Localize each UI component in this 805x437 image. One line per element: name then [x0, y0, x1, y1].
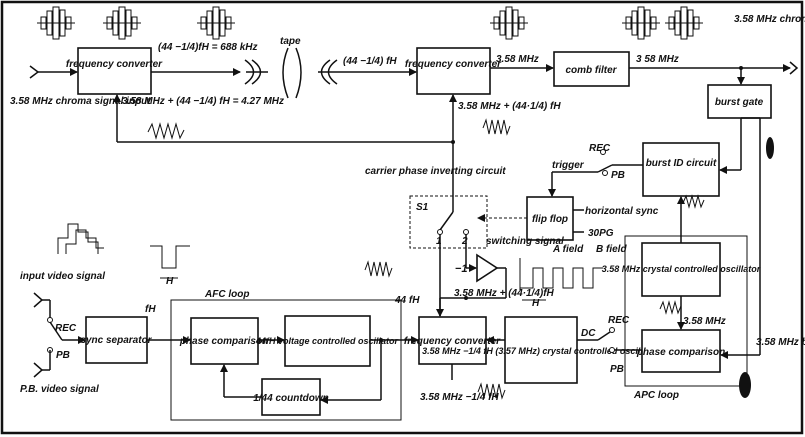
burst-gate: [707, 84, 772, 119]
pb-label-1: PB: [611, 170, 625, 181]
input-video-label: input video signal: [20, 271, 105, 282]
tape-icon: [282, 47, 289, 99]
burst-gate-label: burst gate: [715, 97, 764, 108]
input-terminal-icon: [29, 65, 40, 79]
field-square-wave-icon: [519, 258, 603, 290]
waveform-icon: [147, 122, 185, 140]
frequency-converter-2-label: frequency converter: [405, 59, 502, 70]
crystal-oscillator-357-label: 3.58 MHz −1/4 fH (3.57 MHz) crystal cont…: [422, 346, 660, 356]
h-label-2: H: [166, 276, 174, 287]
diff-freq-label: 3.58 MHz −1/4 fH: [420, 392, 499, 403]
crystal-oscillator-358: [641, 242, 721, 297]
sum-freq-label-2: 3.58 MHz + (44·1/4)fH: [454, 288, 555, 299]
burst-id-circuit: [642, 142, 720, 197]
waveform-icon: [659, 300, 682, 315]
sum-freq-label-1: 3.58 MHz + (44·1/4) fH: [458, 101, 561, 112]
comb-filter-label: comb filter: [565, 65, 617, 76]
apc-loop-box: [624, 235, 748, 387]
trigger-label: trigger: [552, 160, 585, 171]
horizontal-sync-label: horizontal sync: [585, 206, 659, 217]
waveform-icon: [682, 194, 705, 209]
waveform-icon: [364, 260, 393, 278]
rec-label-1: REC: [589, 143, 611, 154]
h-pulse-icon: [150, 245, 190, 269]
427mhz-label: 3.58 MHz + (44 −1/4) fH = 4.27 MHz: [122, 96, 284, 107]
apc-switch-icon: [597, 331, 611, 341]
358-mhz-label-a: 3.58 MHz: [496, 54, 539, 65]
switch-contact-icon: [439, 211, 454, 231]
flip-flop-label: flip flop: [532, 214, 568, 225]
rec-pb-switch-icon: [49, 321, 63, 341]
sync-separator-label: sync separator: [80, 335, 152, 346]
spectrum-icon: [197, 6, 235, 40]
a-field-label: A field: [552, 244, 584, 255]
tape-head-right-icon: [318, 59, 340, 85]
switching-signal-label: switching signal: [486, 236, 564, 247]
input-terminal-icon: [33, 292, 44, 308]
44fh-label: 44 fH: [394, 295, 420, 306]
crystal-oscillator-357: [504, 316, 578, 384]
s1-label: S1: [416, 202, 429, 213]
spectrum-icon: [490, 6, 528, 40]
burst-id-label: burst ID circuit: [646, 158, 717, 169]
burst-label: 3.58 MHz burst: [756, 337, 805, 348]
frequency-converter-1: [77, 47, 152, 95]
spectrum-icon: [103, 6, 141, 40]
afc-loop-box: [170, 299, 402, 421]
switch-1-label: 1: [436, 236, 442, 247]
fh-label: fH: [145, 304, 156, 315]
switch-2-label: 2: [461, 236, 468, 247]
waveform-icon: [477, 382, 506, 400]
chroma-output-label: 3.58 MHz chroma signal output: [734, 14, 805, 25]
h-label-1: H: [532, 298, 540, 309]
phase-comparison-2-label: phase comparison: [636, 347, 725, 358]
frequency-converter-3-label: frequency converter: [404, 336, 501, 347]
358-mhz-label-c: 3.58 MHz: [683, 316, 726, 327]
688khz-label: (44 −1/4)fH = 688 kHz: [158, 42, 258, 53]
358-mhz-label-b: 3 58 MHz: [636, 54, 679, 65]
pb-label-2: PB: [56, 350, 70, 361]
carrier-phase-switch-s1: [409, 195, 488, 249]
frequency-converter-2: [416, 47, 491, 95]
apc-loop-label: APC loop: [633, 390, 679, 401]
waveform-icon: [482, 118, 511, 136]
vco-44fh: [284, 315, 371, 367]
30pg-label: 30PG: [588, 228, 614, 239]
comb-filter: [553, 51, 630, 87]
sync-separator: [85, 316, 148, 364]
b-field-label: B field: [596, 244, 627, 255]
crystal-oscillator-358-label: 3.58 MHz crystal controlled oscillator: [602, 264, 761, 274]
pb-label-3: PB: [610, 364, 624, 375]
44fh-top-label: (44 −1/4) fH: [343, 56, 397, 67]
vco-44fh-label: 44fH voltage controlled oscillator: [255, 336, 399, 346]
inverter: [476, 253, 499, 283]
tape-head-left-icon: [244, 59, 268, 85]
rec-label-2: REC: [55, 323, 77, 334]
tape-icon: [295, 47, 302, 99]
pb-video-label: P.B. video signal: [20, 384, 99, 395]
countdown-label: 1/44 countdown: [253, 393, 329, 404]
spectrum-icon: [665, 6, 703, 40]
inverter-label: −1: [455, 263, 468, 275]
video-waveform-icon: [57, 223, 104, 254]
burst-pulse-icon: [766, 137, 774, 159]
spectrum-icon: [622, 6, 660, 40]
chroma-input-label: 3.58 MHz chroma signal input: [10, 96, 151, 107]
input-terminal-icon: [33, 362, 44, 378]
dc-label: DC: [581, 328, 596, 339]
frequency-converter-1-label: frequency converter: [66, 59, 163, 70]
spectrum-icon: [37, 6, 75, 40]
flip-flop: [526, 196, 574, 241]
output-terminal-icon: [789, 61, 799, 75]
carrier-phase-label: carrier phase inverting circuit: [365, 166, 506, 177]
afc-loop-label: AFC loop: [204, 289, 249, 300]
countdown-1-44: [261, 378, 321, 416]
burst-pulse-icon: [739, 372, 751, 398]
phase-comparison-1-label: phase comparison: [179, 336, 268, 347]
rec-label-3: REC: [608, 315, 630, 326]
tape-label: tape: [280, 36, 301, 47]
